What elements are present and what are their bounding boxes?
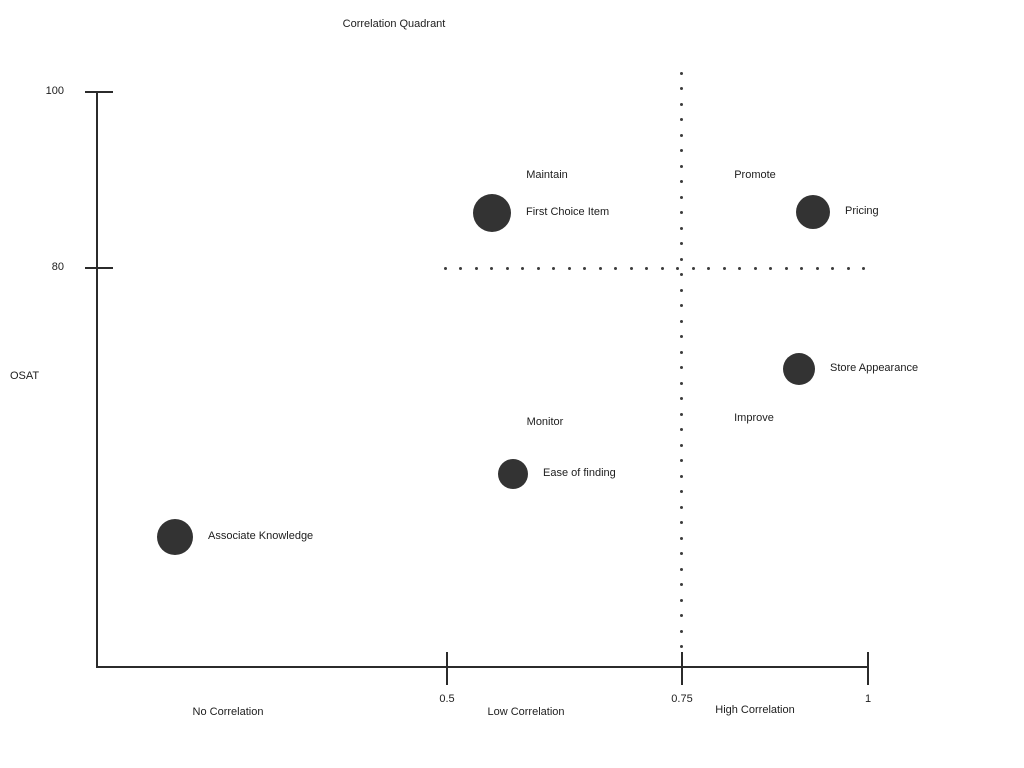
divider-dot: [679, 319, 683, 323]
divider-dot: [679, 645, 683, 648]
divider-dot: [679, 257, 683, 261]
divider-dot: [679, 366, 683, 369]
divider-dot: [831, 266, 834, 270]
divider-dot: [679, 459, 683, 462]
divider-dot: [443, 266, 447, 270]
divider-dot: [679, 598, 683, 602]
divider-dot: [676, 266, 679, 270]
divider-dot: [679, 164, 683, 168]
data-point-bubble: [796, 195, 830, 229]
data-point-label: Pricing: [845, 205, 879, 217]
x-region-label: Low Correlation: [487, 706, 565, 718]
divider-dot: [707, 266, 710, 270]
divider-dot: [679, 211, 683, 214]
divider-dot: [552, 266, 555, 270]
divider-dot: [815, 266, 819, 270]
divider-dot: [862, 266, 865, 270]
divider-dot: [598, 266, 602, 270]
quadrant-label: Monitor: [526, 416, 564, 428]
divider-dot: [679, 536, 683, 540]
x-region-label: No Correlation: [192, 706, 264, 718]
divider-dot: [679, 350, 683, 354]
quadrant-label: Promote: [734, 169, 776, 181]
divider-dot: [679, 335, 683, 338]
data-point-label: Store Appearance: [830, 362, 919, 374]
divider-dot: [505, 266, 509, 270]
divider-dot: [679, 521, 683, 524]
data-point-label: First Choice Item: [526, 206, 610, 218]
data-point-label: Associate Knowledge: [208, 530, 314, 542]
x-tick-mark: [681, 652, 683, 685]
y-axis-label: OSAT: [10, 370, 40, 382]
divider-dot: [679, 629, 683, 633]
y-axis-line: [96, 92, 98, 668]
divider-dot: [679, 397, 683, 400]
divider-dot: [679, 273, 683, 276]
divider-dot: [679, 443, 683, 447]
divider-dot: [679, 118, 683, 121]
divider-dot: [679, 428, 683, 431]
divider-dot: [679, 490, 683, 493]
divider-dot: [800, 266, 803, 270]
divider-dot: [459, 266, 462, 270]
data-point-bubble: [783, 353, 815, 385]
divider-dot: [691, 266, 695, 270]
divider-dot: [679, 583, 683, 586]
x-tick-mark: [867, 652, 869, 685]
y-tick-mark: [85, 267, 113, 269]
divider-dot: [521, 266, 524, 270]
x-region-label: High Correlation: [715, 704, 795, 716]
divider-dot: [679, 149, 683, 152]
x-tick-label: 0.75: [671, 693, 693, 705]
divider-dot: [679, 614, 683, 617]
divider-dot: [645, 266, 648, 270]
y-tick-label: 100: [45, 85, 64, 97]
divider-dot: [679, 552, 683, 555]
divider-dot: [679, 288, 683, 292]
quadrant-label: Maintain: [526, 169, 568, 181]
divider-dot: [722, 266, 726, 270]
y-tick-label: 80: [51, 261, 64, 273]
divider-dot: [660, 266, 664, 270]
divider-dot: [679, 567, 683, 571]
data-point-bubble: [473, 194, 511, 232]
divider-dot: [769, 266, 772, 270]
x-tick-label: 1: [864, 693, 872, 705]
data-point-bubble: [498, 459, 528, 489]
x-tick-label: 0.5: [439, 693, 455, 705]
divider-dot: [679, 412, 683, 416]
divider-dot: [567, 266, 571, 270]
divider-dot: [679, 133, 683, 137]
divider-dot: [846, 266, 850, 270]
chart-title: Correlation Quadrant: [342, 18, 446, 30]
data-point-bubble: [157, 519, 193, 555]
divider-dot: [753, 266, 757, 270]
divider-dot: [679, 505, 683, 509]
quadrant-label: Improve: [734, 412, 774, 424]
divider-dot: [490, 266, 493, 270]
x-tick-mark: [446, 652, 448, 685]
divider-dot: [679, 304, 683, 307]
divider-dot: [474, 266, 478, 270]
divider-dot: [679, 474, 683, 478]
divider-dot: [738, 266, 741, 270]
divider-dot: [679, 87, 683, 90]
divider-dot: [614, 266, 617, 270]
data-point-label: Ease of finding: [543, 467, 616, 479]
divider-dot: [536, 266, 540, 270]
divider-dot: [679, 71, 683, 75]
divider-dot: [679, 381, 683, 385]
divider-dot: [679, 226, 683, 230]
y-tick-mark: [85, 91, 113, 93]
divider-dot: [784, 266, 788, 270]
divider-dot: [629, 266, 633, 270]
divider-dot: [583, 266, 586, 270]
x-axis-line: [96, 666, 868, 668]
divider-dot: [679, 242, 683, 245]
divider-dot: [679, 180, 683, 183]
divider-dot: [679, 195, 683, 199]
divider-dot: [679, 102, 683, 106]
